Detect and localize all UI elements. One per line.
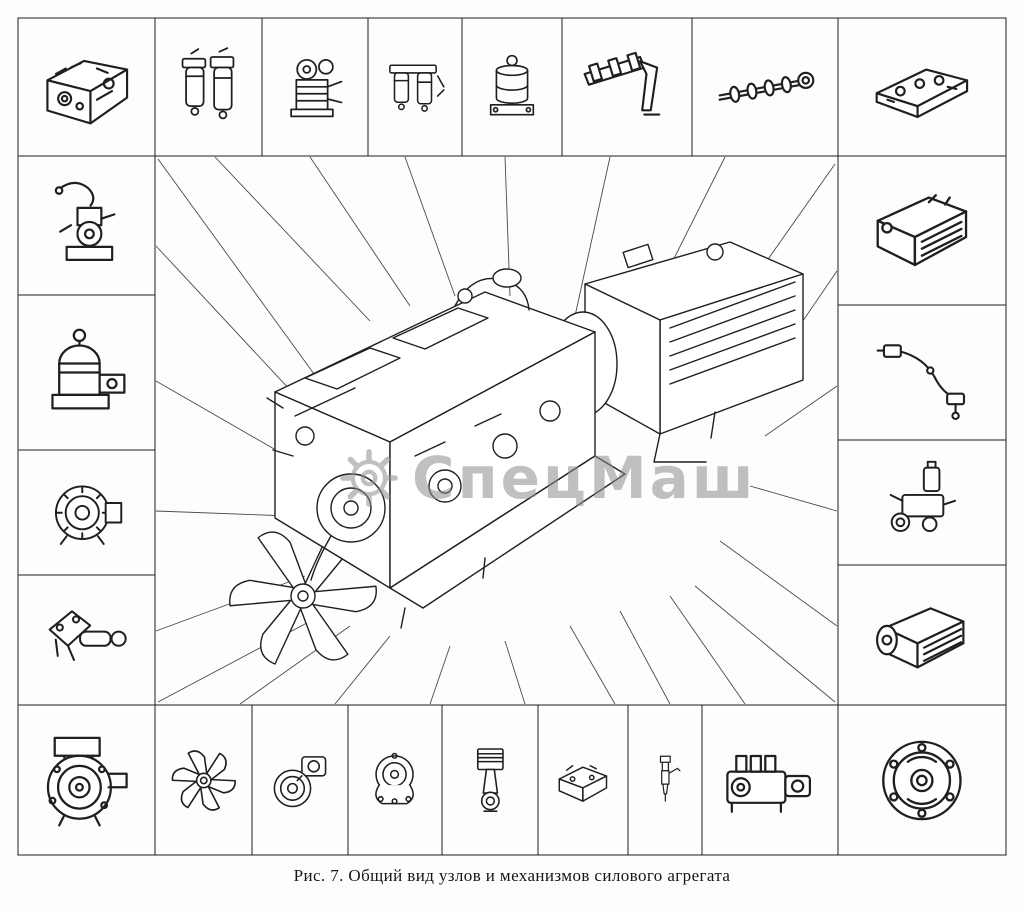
gearbox-icon — [876, 194, 968, 267]
part-cell — [18, 705, 155, 855]
engine-unit-icon — [46, 60, 129, 125]
engine-assembly-drawing — [155, 156, 838, 705]
part-cell — [692, 18, 838, 156]
part-cell — [262, 18, 368, 156]
camshaft-icon — [718, 71, 815, 104]
shutoff-valve-icon — [55, 182, 116, 262]
oil-pump-icon — [375, 752, 415, 804]
engine-mount-icon — [558, 764, 608, 802]
part-cell — [562, 18, 692, 156]
priming-pump-icon — [48, 610, 128, 662]
part-cell — [348, 705, 442, 855]
steering-reservoir-icon — [489, 55, 535, 116]
centrifugal-oil-filter-icon — [51, 328, 126, 410]
cylinder-head-icon — [875, 68, 969, 119]
part-cell — [838, 705, 1006, 855]
part-cell — [18, 450, 155, 575]
part-cell — [18, 295, 155, 450]
part-cell — [18, 156, 155, 295]
part-cell — [155, 705, 252, 855]
twin-oil-filters-icon — [389, 64, 446, 113]
part-cell — [252, 705, 348, 855]
alternator-icon — [55, 485, 123, 545]
injection-pump-icon — [726, 754, 812, 813]
part-cell — [18, 575, 155, 705]
part-cell — [838, 18, 1006, 156]
part-cell — [702, 705, 838, 855]
part-cell — [838, 305, 1006, 440]
part-cell — [838, 440, 1006, 565]
piston-connecting-rod-icon — [476, 747, 504, 812]
clutch-disc-icon — [882, 740, 962, 820]
injector-icon — [659, 755, 681, 802]
transfer-gearbox-icon — [876, 607, 965, 669]
part-cell — [155, 18, 262, 156]
fan-icon — [168, 746, 239, 814]
central-assembly-area — [155, 156, 838, 705]
compressor-pulley-icon — [273, 755, 326, 807]
exhaust-manifold-icon — [583, 51, 661, 116]
figure-caption: Рис. 7. Общий вид узлов и механизмов сил… — [293, 866, 731, 885]
solenoid-valve-block-icon — [889, 460, 957, 532]
twin-fuel-filters-icon — [181, 47, 234, 120]
part-cell — [18, 18, 155, 156]
part-cell — [462, 18, 562, 156]
part-cell — [538, 705, 628, 855]
air-compressor-icon — [289, 59, 342, 118]
part-cell — [628, 705, 702, 855]
part-cell — [442, 705, 538, 855]
part-cell — [838, 565, 1006, 705]
water-pump-icon — [47, 736, 129, 827]
power-unit-drawing — [222, 241, 804, 668]
sensor-harness-icon — [876, 344, 966, 420]
part-cell — [838, 156, 1006, 305]
part-cell — [368, 18, 462, 156]
